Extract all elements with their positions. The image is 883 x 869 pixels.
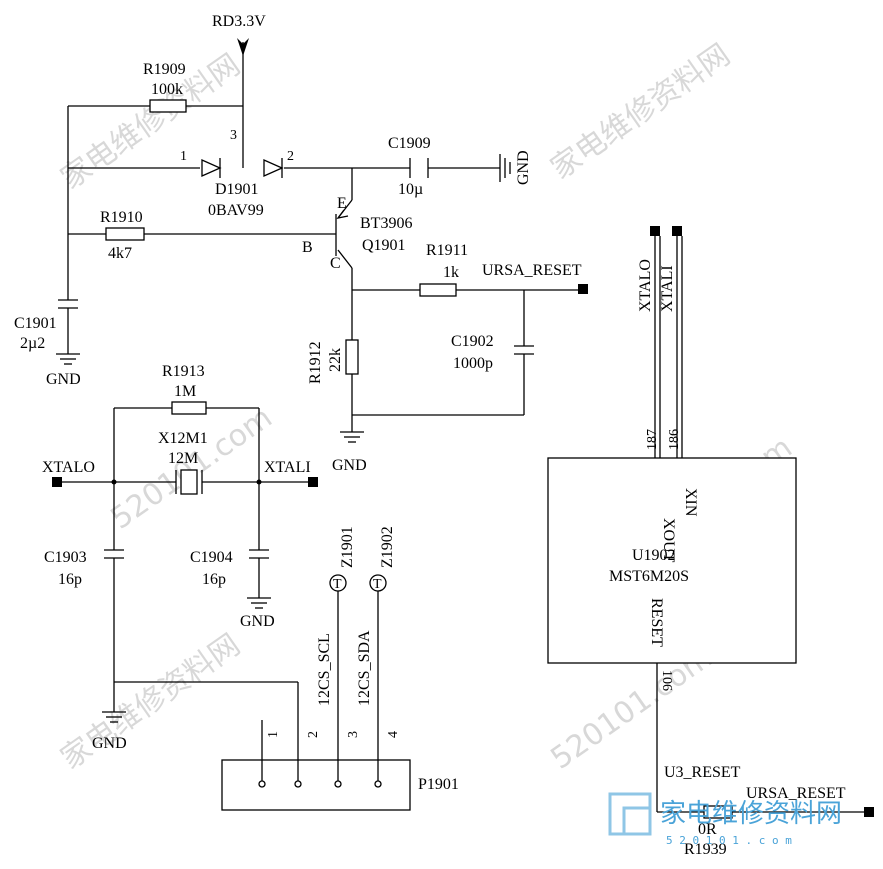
transistor-emitter: E bbox=[337, 195, 347, 212]
pin-xout-label: XOUT bbox=[660, 518, 677, 563]
reset-network: R1911 1k URSA_RESET R1912 22k C1902 1000… bbox=[307, 242, 588, 474]
site-logo: 家电维修资料网 5 2 0 1 0 1 . c o m bbox=[608, 792, 842, 847]
c1903-ref: C1903 bbox=[44, 549, 87, 566]
c1901-value: 2µ2 bbox=[20, 335, 45, 352]
xtalo-label: XTALO bbox=[637, 259, 654, 312]
u3-reset-label: U3_RESET bbox=[664, 764, 741, 781]
r1911-ref: R1911 bbox=[426, 242, 468, 259]
diode-pin2-label: 2 bbox=[287, 149, 294, 164]
crystal-ref: X12M1 bbox=[158, 430, 208, 447]
ursa-reset-label: URSA_RESET bbox=[482, 262, 582, 279]
connector-p1901: 1 2 3 4 P1901 bbox=[221, 720, 459, 811]
ursa-reset-label: URSA_RESET bbox=[746, 785, 846, 802]
c1909-ref: C1909 bbox=[388, 135, 431, 152]
watermark-text: 家电维修资料网 bbox=[55, 627, 247, 776]
ic-u1902: XTALO XTALI 187 186 XOUT XIN U1902 MST6M… bbox=[547, 226, 874, 858]
resistor-r1909: R1909 100k bbox=[143, 61, 187, 113]
transistor-q1901: E B C BT3906 Q1901 bbox=[302, 168, 412, 290]
gnd-label: GND bbox=[515, 150, 532, 185]
watermark-url: 520101.com bbox=[105, 400, 279, 537]
pin-number-187: 187 bbox=[645, 429, 660, 450]
gnd-label: GND bbox=[332, 457, 367, 474]
c1902-value: 1000p bbox=[453, 355, 493, 372]
pin-number-106: 106 bbox=[659, 670, 674, 691]
xtali-label: XTALI bbox=[264, 459, 311, 476]
xtali-label: XTALI bbox=[659, 265, 676, 312]
xtalo-label: XTALO bbox=[42, 459, 95, 476]
diode-part: 0BAV99 bbox=[208, 202, 264, 219]
r1910-value: 4k7 bbox=[108, 245, 132, 262]
diode-pin3-label: 3 bbox=[230, 128, 237, 143]
capacitor-c1909: C1909 10µ GND bbox=[388, 135, 532, 198]
c1904-value: 16p bbox=[202, 571, 226, 588]
transistor-part: BT3906 bbox=[360, 215, 412, 232]
pin-reset-label: RESET bbox=[648, 598, 665, 647]
diode-pin1-label: 1 bbox=[180, 149, 187, 164]
z1901-label: Z1901 bbox=[339, 526, 356, 568]
r1912-ref: R1912 bbox=[307, 341, 324, 384]
gnd-label: GND bbox=[92, 735, 127, 752]
sda-label: 12CS_SDA bbox=[356, 630, 373, 706]
gnd-label: GND bbox=[240, 613, 275, 630]
z1902-label: Z1902 bbox=[379, 526, 396, 568]
power-label: RD3.3V bbox=[212, 13, 266, 30]
connector-pin-2: 2 bbox=[306, 731, 321, 738]
r1913-ref: R1913 bbox=[162, 363, 205, 380]
connector-pin-3: 3 bbox=[346, 731, 361, 738]
capacitor-c1901: C1901 2µ2 GND bbox=[14, 299, 81, 388]
connector-pin-4: 4 bbox=[386, 731, 401, 738]
r1911-value: 1k bbox=[443, 264, 459, 281]
r1909-ref: R1909 bbox=[143, 61, 186, 78]
diode-d1901: 1 2 D1901 0BAV99 bbox=[180, 149, 294, 219]
pin-number-186: 186 bbox=[667, 429, 682, 450]
c1902-ref: C1902 bbox=[451, 333, 494, 350]
pin-xin-label: XIN bbox=[682, 488, 699, 517]
power-rail: RD3.3V 3 bbox=[212, 13, 266, 168]
gnd-label: GND bbox=[46, 371, 81, 388]
watermark-text: 家电维修资料网 bbox=[545, 37, 737, 186]
c1903-value: 16p bbox=[58, 571, 82, 588]
diode-ref: D1901 bbox=[215, 181, 259, 198]
scl-label: 12CS_SCL bbox=[316, 633, 333, 706]
crystal-section: R1913 1M X12M1 12M XTALO XTALI C1903 16p… bbox=[42, 363, 318, 784]
connector-pin-1: 1 bbox=[266, 731, 281, 738]
c1901-ref: C1901 bbox=[14, 315, 57, 332]
transistor-ref: Q1901 bbox=[362, 237, 406, 254]
r1909-value: 100k bbox=[151, 81, 183, 98]
testpoint-symbol: T bbox=[373, 577, 382, 592]
resistor-r1910: R1910 4k7 bbox=[68, 209, 336, 262]
ic-ref: U1902 bbox=[632, 547, 676, 564]
logo-url: 5 2 0 1 0 1 . c o m bbox=[666, 834, 792, 847]
testpoint-symbol: T bbox=[333, 577, 342, 592]
logo-text: 家电维修资料网 bbox=[660, 799, 842, 829]
transistor-collector: C bbox=[330, 255, 341, 272]
i2c-testpoints: T T Z1901 Z1902 12CS_SCL 12CS_SDA bbox=[316, 526, 396, 784]
crystal-value: 12M bbox=[168, 450, 198, 467]
r1912-value: 22k bbox=[327, 348, 344, 372]
transistor-base: B bbox=[302, 239, 313, 256]
r1939-ref: R1939 bbox=[684, 841, 727, 858]
r1910-ref: R1910 bbox=[100, 209, 143, 226]
c1904-ref: C1904 bbox=[190, 549, 233, 566]
r1913-value: 1M bbox=[174, 383, 196, 400]
ic-part: MST6M20S bbox=[609, 568, 689, 585]
top-wires bbox=[67, 105, 500, 300]
connector-ref: P1901 bbox=[418, 776, 459, 793]
r1939-value: 0R bbox=[698, 821, 717, 838]
c1909-value: 10µ bbox=[398, 181, 423, 198]
